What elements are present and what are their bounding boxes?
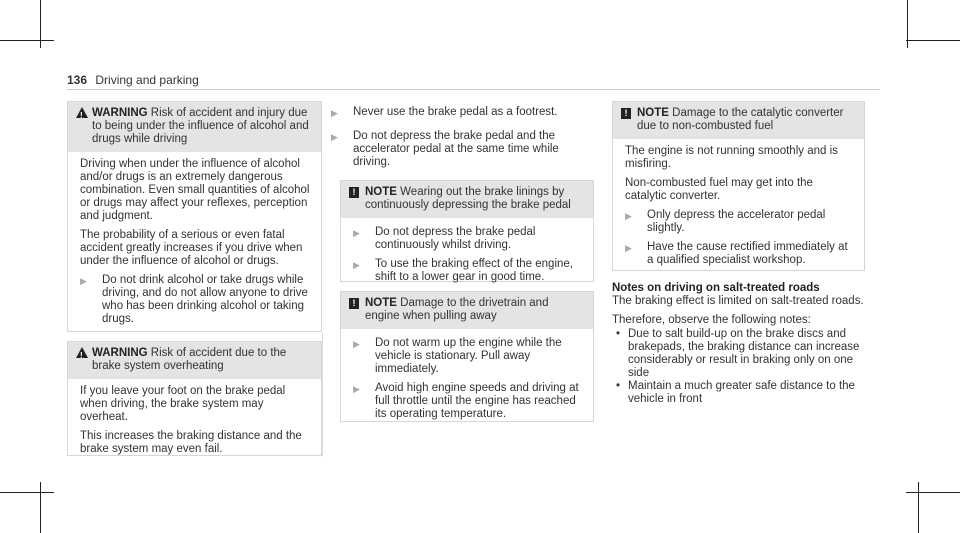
section-heading: Notes on driving on salt-treated roads <box>612 282 820 294</box>
warning-paragraph: If you leave your foot on the brake peda… <box>80 385 286 423</box>
warning-header: WARNING Risk of accident due to the brak… <box>68 342 321 379</box>
list-item: Maintain a much greater safe distance to… <box>612 380 870 406</box>
arrow-right-icon: ▶ <box>80 276 87 286</box>
instruction-item: ▶ Have the cause rectified immediately a… <box>625 241 848 266</box>
section-observe: Therefore, observe the following notes: <box>612 314 811 326</box>
arrow-right-icon: ▶ <box>353 260 360 270</box>
header-divider <box>67 89 880 90</box>
warning-triangle-icon <box>76 347 88 362</box>
note-box-catalytic-converter: ! NOTE Damage to the catalytic converter… <box>612 101 865 271</box>
warning-label: WARNING <box>92 347 148 359</box>
warning-box-overheating: WARNING Risk of accident due to the brak… <box>67 341 322 456</box>
instruction-item: ▶ To use the braking effect of the engin… <box>353 258 573 283</box>
note-icon: ! <box>621 108 631 119</box>
instruction-item: ▶ Do not warm up the engine while the ve… <box>353 337 562 375</box>
note-paragraph: The engine is not running smoothly and i… <box>625 145 838 170</box>
instruction-item: ▶ Do not depress the brake pedal and the… <box>331 130 559 168</box>
instruction-item: ▶ Only depress the accelerator pedal sli… <box>625 209 826 234</box>
warning-label: WARNING <box>92 107 148 119</box>
note-headline: Damage to the drivetrain and engine when… <box>365 297 549 322</box>
instruction-item: ▶ Never use the brake pedal as a footres… <box>331 106 558 118</box>
warning-box-alcohol: WARNING Risk of accident and injury due … <box>67 101 322 332</box>
instruction-item: ▶ Avoid high engine speeds and driving a… <box>353 382 579 420</box>
note-label: NOTE <box>365 186 397 198</box>
note-headline: Wearing out the brake linings by continu… <box>365 186 571 211</box>
warning-paragraph: The probability of a serious or even fat… <box>80 229 303 267</box>
column-divider <box>322 332 323 457</box>
note-box-brake-linings: ! NOTE Wearing out the brake linings by … <box>340 180 594 283</box>
arrow-right-icon: ▶ <box>353 339 360 349</box>
crop-mark <box>40 482 41 533</box>
warning-header: WARNING Risk of accident and injury due … <box>68 102 321 152</box>
crop-mark <box>40 0 41 48</box>
warning-paragraph: This increases the braking distance and … <box>80 430 302 455</box>
list-item: Due to salt build-up on the brake discs … <box>612 328 870 380</box>
note-icon: ! <box>349 298 359 309</box>
warning-headline: Risk of accident due to the brake system… <box>92 347 287 372</box>
crop-mark <box>918 482 919 533</box>
crop-mark <box>0 492 54 493</box>
arrow-right-icon: ▶ <box>625 211 632 221</box>
note-paragraph: Non-combusted fuel may get into the cata… <box>625 177 813 202</box>
warning-headline: Risk of accident and injury due to being… <box>92 107 309 145</box>
note-icon: ! <box>349 187 359 198</box>
page-header: 136 Driving and parking <box>67 73 199 87</box>
crop-mark <box>907 0 908 48</box>
crop-mark <box>906 492 960 493</box>
crop-mark <box>0 40 54 41</box>
note-headline: Damage to the catalytic converter due to… <box>637 107 844 132</box>
arrow-right-icon: ▶ <box>353 384 360 394</box>
note-header: ! NOTE Damage to the drivetrain and engi… <box>341 292 593 329</box>
instruction-item: ▶ Do not depress the brake pedal continu… <box>353 226 536 251</box>
note-box-drivetrain: ! NOTE Damage to the drivetrain and engi… <box>340 291 594 422</box>
arrow-right-icon: ▶ <box>331 132 338 142</box>
warning-paragraph: Driving when under the influence of alco… <box>80 158 310 222</box>
note-label: NOTE <box>365 297 397 309</box>
arrow-right-icon: ▶ <box>353 228 360 238</box>
instruction-list: ▶ Never use the brake pedal as a footres… <box>331 106 576 171</box>
arrow-right-icon: ▶ <box>625 243 632 253</box>
page-title: Driving and parking <box>95 73 199 87</box>
warning-triangle-icon <box>76 107 88 122</box>
note-header: ! NOTE Wearing out the brake linings by … <box>341 181 593 218</box>
crop-mark <box>906 40 960 41</box>
instruction-item: ▶ Do not drink alcohol or take drugs whi… <box>80 274 308 325</box>
salt-roads-section: Notes on driving on salt-treated roads T… <box>612 282 870 406</box>
note-header: ! NOTE Damage to the catalytic converter… <box>613 102 864 139</box>
notes-list: Due to salt build-up on the brake discs … <box>612 328 870 406</box>
note-label: NOTE <box>637 107 669 119</box>
arrow-right-icon: ▶ <box>331 108 338 118</box>
section-intro: The braking effect is limited on salt-tr… <box>612 295 864 307</box>
page-number: 136 <box>67 73 88 87</box>
